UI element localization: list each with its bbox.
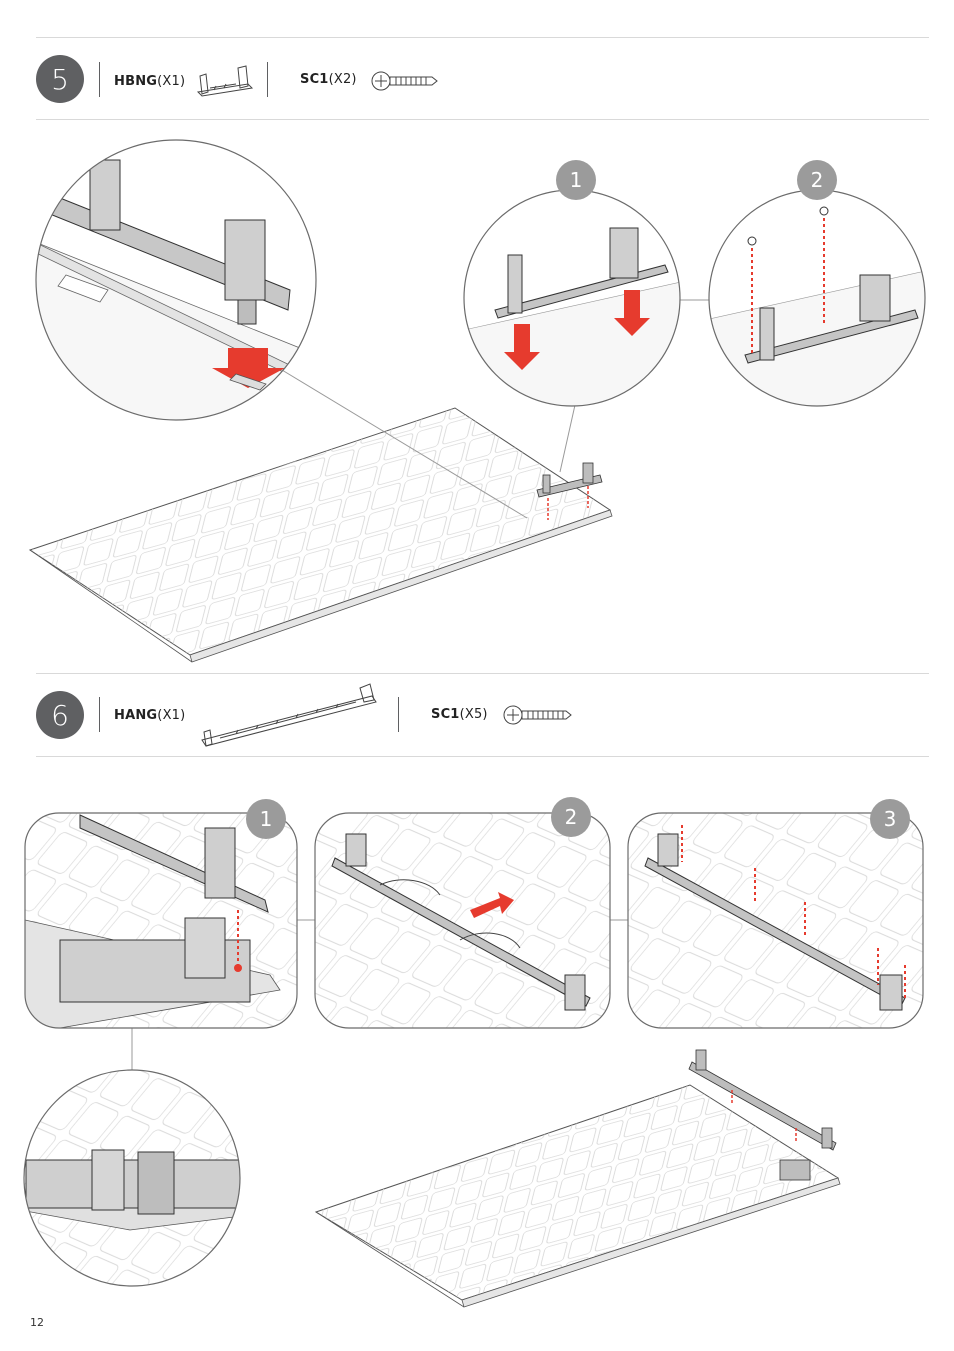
step5-part1-label: HBNG(X1) [114, 74, 185, 89]
step6-panel-1 [25, 813, 297, 1028]
zoom-circle-left [30, 130, 330, 430]
step6-part1-code: HANG [114, 708, 157, 723]
step6-substep-2-badge: 2 [551, 797, 591, 837]
step5-part1-qty: (X1) [157, 74, 185, 89]
step5-divider-1 [99, 62, 100, 97]
step6-divider-1 [99, 697, 100, 732]
step6-zoom-circle [20, 1070, 250, 1290]
step6-bottom-rule [36, 756, 929, 757]
step5-bottom-rule [36, 119, 929, 120]
screw-icon-2 [502, 700, 574, 730]
step5-badge: 5 [36, 55, 84, 103]
step6-panel-3 [628, 813, 923, 1028]
step6-illustration [0, 800, 954, 1310]
step5-part2-code: SC1 [300, 72, 329, 87]
zoom-circle-sub2 [705, 190, 935, 420]
step5-illustration [0, 130, 954, 670]
step6-panel-2 [315, 813, 610, 1028]
step5-top-rule [36, 37, 929, 38]
step5-divider-2 [267, 62, 268, 97]
step6-part2-label: SC1(X5) [431, 707, 488, 722]
step6-part1-label: HANG(X1) [114, 708, 185, 723]
step6-part2-code: SC1 [431, 707, 460, 722]
page-number: 12 [30, 1316, 44, 1329]
hang-rail-icon [196, 680, 381, 752]
step6-badge: 6 [36, 691, 84, 739]
zoom-circle-sub1 [460, 190, 690, 420]
step6-divider-2 [398, 697, 399, 732]
screw-icon [370, 66, 440, 96]
step5-substep-1-badge: 1 [556, 160, 596, 200]
step5-part2-qty: (X2) [329, 72, 357, 87]
step6-top-rule [36, 673, 929, 674]
step5-part2-label: SC1(X2) [300, 72, 357, 87]
step5-substep-2-badge: 2 [797, 160, 837, 200]
step6-substep-1-badge: 1 [246, 799, 286, 839]
step6-substep-3-badge: 3 [870, 799, 910, 839]
step6-part1-qty: (X1) [157, 708, 185, 723]
step5-part1-code: HBNG [114, 74, 157, 89]
hbng-bracket-icon [194, 62, 256, 100]
step6-part2-qty: (X5) [460, 707, 488, 722]
